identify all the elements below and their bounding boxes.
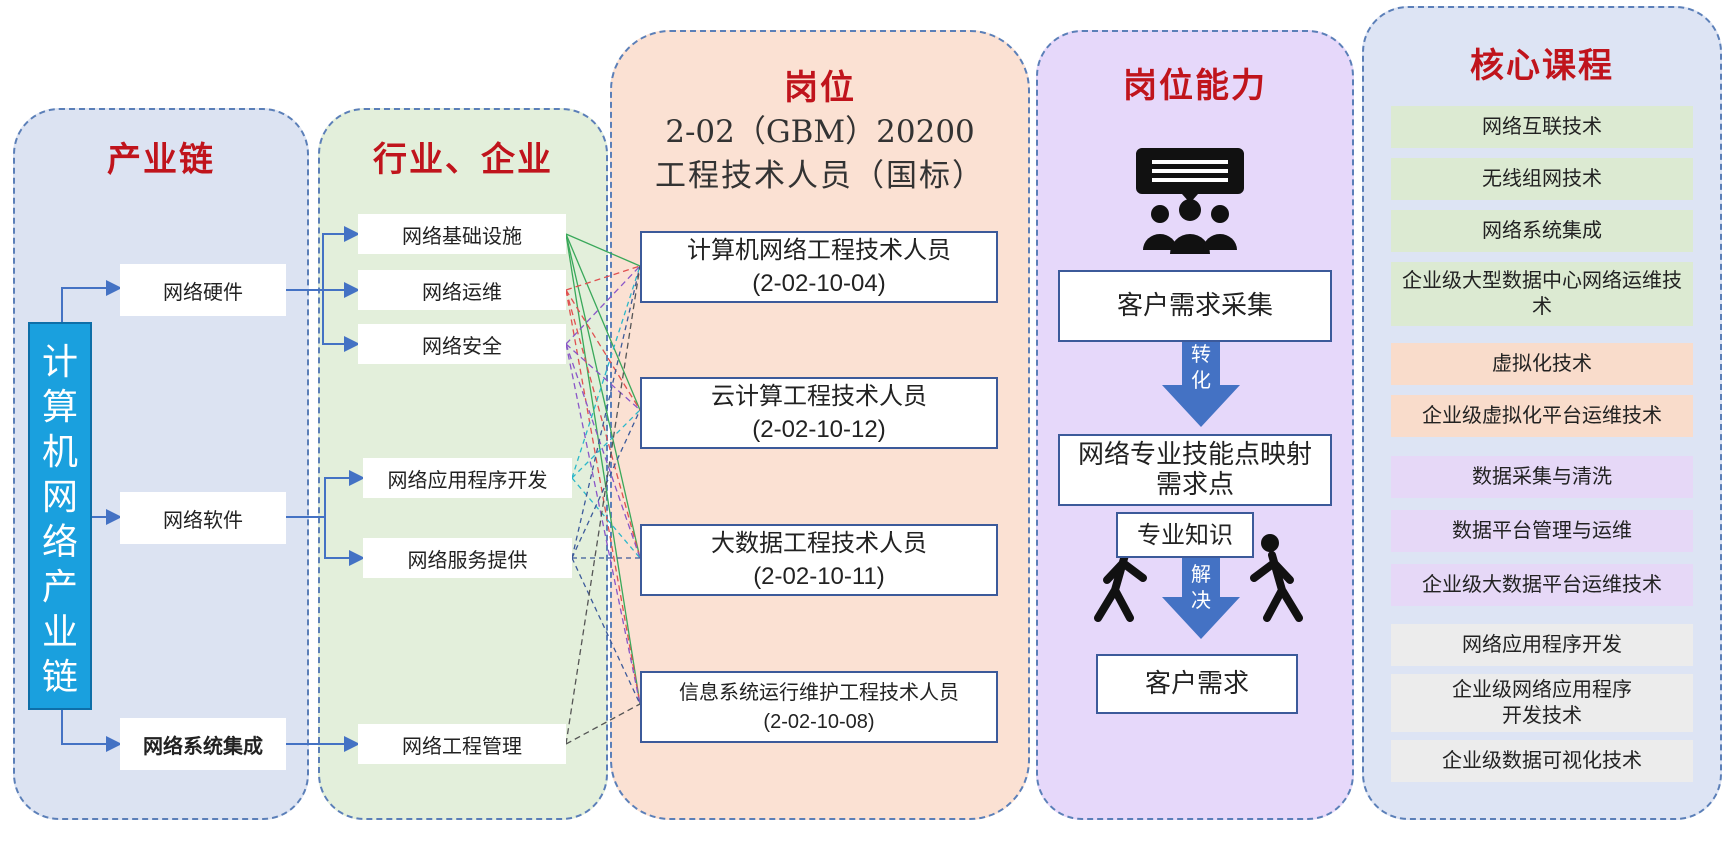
- ability-step-collect: 客户需求采集: [1058, 270, 1332, 342]
- industry-item: 网络应用程序开发: [363, 458, 572, 498]
- industry-title: 行业、企业: [373, 141, 553, 179]
- chain-node-system-integration: 网络系统集成: [120, 718, 286, 770]
- job-box: 云计算工程技术人员 (2-02-10-12): [640, 377, 998, 449]
- professional-knowledge-box: 专业知识: [1116, 512, 1254, 558]
- course-item: 网络应用程序开发: [1391, 624, 1693, 666]
- jobs-subtitle-category: 工程技术人员（国标）: [655, 158, 985, 194]
- courses-title: 核心课程: [1470, 47, 1614, 85]
- chain-title: 产业链: [107, 141, 215, 179]
- course-item: 企业级大型数据中心网络运维技术: [1391, 262, 1693, 326]
- solve-arrow: [1162, 552, 1240, 639]
- course-item: 企业级网络应用程序开发技术: [1391, 674, 1693, 732]
- job-name: 计算机网络工程技术人员: [687, 236, 951, 264]
- course-item: 无线组网技术: [1391, 158, 1693, 200]
- solve-arrow-label: 解决: [1191, 564, 1211, 612]
- chain-node-hardware: 网络硬件: [120, 264, 286, 316]
- course-item: 数据采集与清洗: [1391, 456, 1693, 498]
- jobs-subtitle-standard: 2-02（GBM）20200: [665, 114, 975, 150]
- job-name: 云计算工程技术人员: [711, 382, 927, 410]
- course-item: 企业级大数据平台运维技术: [1391, 564, 1693, 606]
- chain-node-software: 网络软件: [120, 492, 286, 544]
- job-name: 信息系统运行维护工程技术人员: [679, 680, 959, 704]
- computer-network-industry-chain-box: [28, 322, 92, 710]
- meeting-icon: [1136, 148, 1244, 254]
- job-box: 信息系统运行维护工程技术人员 (2-02-10-08): [640, 671, 998, 743]
- course-item: 数据平台管理与运维: [1391, 510, 1693, 552]
- ability-step-demand: 客户需求: [1096, 654, 1298, 714]
- jobs-title: 岗位: [784, 69, 856, 107]
- job-code: (2-02-10-12): [752, 416, 886, 443]
- industry-item: 网络服务提供: [363, 538, 572, 578]
- job-box: 计算机网络工程技术人员 (2-02-10-04): [640, 231, 998, 303]
- course-item: 虚拟化技术: [1391, 343, 1693, 385]
- course-item: 网络系统集成: [1391, 210, 1693, 252]
- industry-item: 网络基础设施: [358, 214, 566, 254]
- industry-chain-root-label: 计算机网络产业链: [41, 342, 78, 698]
- transform-arrow: [1162, 332, 1240, 427]
- walking-person-icon: [1250, 534, 1303, 622]
- job-name: 大数据工程技术人员: [711, 529, 927, 557]
- ability-title: 岗位能力: [1123, 67, 1267, 105]
- job-code: (2-02-10-11): [753, 563, 885, 590]
- course-item: 企业级虚拟化平台运维技术: [1391, 395, 1693, 437]
- industry-item: 网络运维: [358, 270, 566, 310]
- industry-item: 网络安全: [358, 324, 566, 364]
- transform-arrow-label: 转化: [1191, 344, 1211, 392]
- job-code: (2-02-10-08): [763, 711, 875, 733]
- job-box: 大数据工程技术人员 (2-02-10-11): [640, 524, 998, 596]
- course-item: 企业级数据可视化技术: [1391, 740, 1693, 782]
- industry-item: 网络工程管理: [358, 724, 566, 764]
- course-item: 网络互联技术: [1391, 106, 1693, 148]
- job-code: (2-02-10-04): [752, 270, 886, 297]
- ability-step-map: 网络专业技能点映射需求点: [1058, 434, 1332, 506]
